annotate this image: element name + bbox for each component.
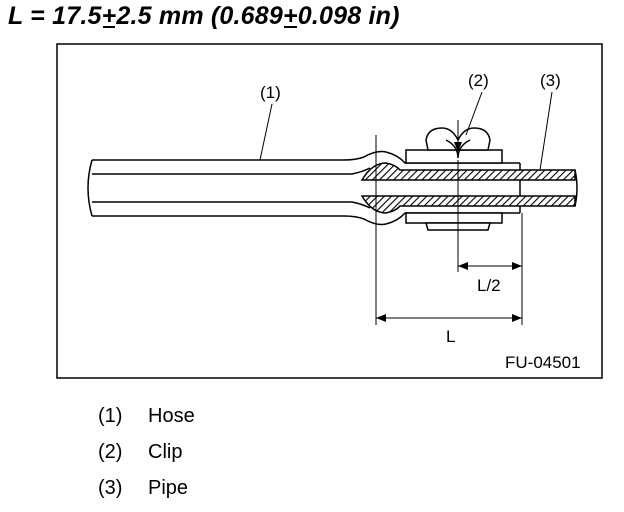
hose-left-end	[87, 159, 93, 217]
figure-frame	[56, 43, 603, 379]
legend-number: (2)	[98, 441, 123, 463]
legend-label: Pipe	[148, 477, 189, 499]
legend-item-hose: (1) Hose	[98, 405, 195, 428]
hose-inner-top	[92, 167, 371, 175]
legend-number: (3)	[98, 477, 123, 499]
hose-inner-bottom	[92, 201, 371, 209]
legend-number: (1)	[98, 405, 123, 427]
legend-label: Hose	[148, 405, 195, 427]
clip-arrow-head	[454, 142, 462, 152]
pipe-flare-bottom	[360, 195, 576, 214]
callout-clip: (2)	[468, 71, 489, 90]
legend-item-pipe: (3) Pipe	[98, 477, 188, 500]
spec-title: L = 17.5+2.5 mm (0.689+0.098 in)	[8, 2, 400, 31]
pipe-flare-top	[360, 162, 576, 181]
dim-full-arrow-left	[376, 314, 386, 322]
figure-id: FU-04501	[505, 353, 581, 372]
title-middle: 2.5 mm (0.689	[116, 2, 283, 30]
legend-label: Clip	[148, 441, 183, 463]
dim-label-half: L/2	[477, 276, 501, 295]
dim-half-arrow-left	[458, 262, 468, 270]
title-prefix: L = 17.5	[8, 2, 102, 30]
title-suffix: 0.098 in)	[297, 2, 400, 30]
clip-pinch-mark	[445, 139, 471, 159]
legend-item-clip: (2) Clip	[98, 441, 182, 464]
callout-hose: (1)	[260, 83, 281, 102]
dim-label-full: L	[446, 327, 455, 346]
dim-full-arrow-right	[512, 314, 522, 322]
plus-minus-sign: +	[282, 2, 298, 30]
leader-clip	[465, 91, 483, 136]
clip-band-bottom	[405, 212, 503, 224]
plus-minus-sign: +	[101, 2, 117, 30]
callout-pipe: (3)	[540, 71, 561, 90]
clip-band-top	[405, 149, 503, 164]
leader-hose	[259, 103, 273, 161]
pipe-right-end	[574, 169, 578, 207]
leader-pipe	[539, 91, 553, 171]
dim-half-arrow-right	[512, 262, 522, 270]
